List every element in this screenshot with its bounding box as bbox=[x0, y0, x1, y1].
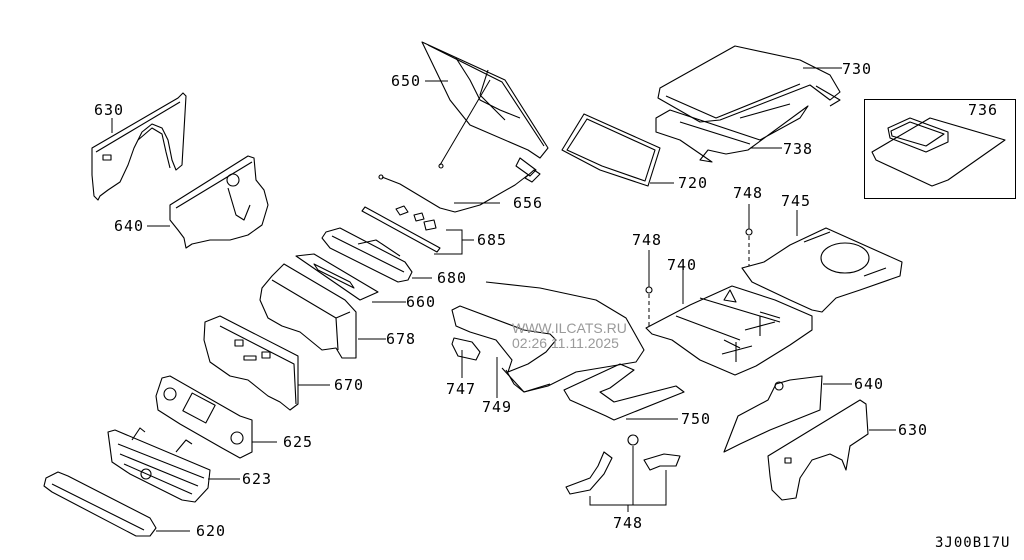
callout-740[interactable]: 740 bbox=[667, 256, 698, 274]
part-748-grommet-b[interactable] bbox=[745, 228, 753, 266]
part-730-roof[interactable] bbox=[657, 45, 841, 123]
callout-748-a[interactable]: 748 bbox=[632, 231, 663, 249]
part-736-sunroof-panel[interactable] bbox=[871, 117, 1006, 187]
callout-720[interactable]: 720 bbox=[678, 174, 709, 192]
callout-730[interactable]: 730 bbox=[842, 60, 873, 78]
callout-685[interactable]: 685 bbox=[477, 231, 508, 249]
callout-748-b[interactable]: 748 bbox=[733, 184, 764, 202]
part-745-rear-floor[interactable] bbox=[741, 227, 903, 313]
callout-745[interactable]: 745 bbox=[781, 192, 812, 210]
part-625-core-support[interactable] bbox=[155, 375, 253, 459]
part-750-seat-crossmember[interactable] bbox=[563, 363, 685, 421]
part-680-cowl-top[interactable] bbox=[321, 227, 413, 283]
part-640-right-wheelhouse[interactable] bbox=[723, 375, 823, 453]
part-630-right-fender[interactable] bbox=[767, 399, 869, 501]
watermark-site: WWW.ILCATS.RU bbox=[512, 320, 627, 336]
callout-660[interactable]: 660 bbox=[406, 293, 437, 311]
callout-747[interactable]: 747 bbox=[446, 380, 477, 398]
part-656-cable[interactable] bbox=[378, 169, 541, 213]
watermark-timestamp: 02:26 11.11.2025 bbox=[512, 335, 619, 351]
callout-750[interactable]: 750 bbox=[681, 410, 712, 428]
callout-650[interactable]: 650 bbox=[391, 72, 422, 90]
part-670-dash-panel[interactable] bbox=[203, 315, 299, 411]
callout-630-right[interactable]: 630 bbox=[898, 421, 929, 439]
part-630-left-fender[interactable] bbox=[91, 92, 187, 201]
callout-680[interactable]: 680 bbox=[437, 269, 468, 287]
callout-640-left[interactable]: 640 bbox=[114, 217, 145, 235]
part-650-hood[interactable] bbox=[421, 41, 549, 177]
callout-630-left[interactable]: 630 bbox=[94, 101, 125, 119]
part-620-bumper[interactable] bbox=[43, 471, 157, 537]
part-738-roof-bows[interactable] bbox=[655, 103, 809, 163]
part-748-grommet-a[interactable] bbox=[645, 286, 653, 326]
callout-748-c[interactable]: 748 bbox=[613, 514, 644, 532]
part-748-brackets[interactable] bbox=[565, 434, 681, 495]
callout-738[interactable]: 738 bbox=[783, 140, 814, 158]
part-749-crossmember[interactable] bbox=[451, 281, 645, 393]
leader-lines bbox=[111, 67, 896, 532]
part-660-insulator[interactable] bbox=[295, 253, 379, 301]
callout-620[interactable]: 620 bbox=[196, 522, 227, 540]
drawing-code: 3J00B17U bbox=[935, 535, 1011, 551]
callout-749[interactable]: 749 bbox=[482, 398, 513, 416]
callout-623[interactable]: 623 bbox=[242, 470, 273, 488]
part-720-windshield[interactable] bbox=[561, 113, 661, 187]
part-623-grille[interactable] bbox=[107, 427, 211, 503]
part-747-side-member[interactable] bbox=[451, 337, 481, 361]
part-740-front-floor[interactable] bbox=[645, 285, 813, 376]
callout-640-right[interactable]: 640 bbox=[854, 375, 885, 393]
callout-736[interactable]: 736 bbox=[968, 101, 999, 119]
callout-670[interactable]: 670 bbox=[334, 376, 365, 394]
part-640-left-wheelhouse[interactable] bbox=[169, 155, 269, 249]
part-685-cowl-seal[interactable] bbox=[361, 205, 441, 253]
callout-678[interactable]: 678 bbox=[386, 330, 417, 348]
part-678-dash-lower[interactable] bbox=[259, 263, 357, 359]
callout-625[interactable]: 625 bbox=[283, 433, 314, 451]
callout-656[interactable]: 656 bbox=[513, 194, 544, 212]
inset-box-736 bbox=[864, 99, 1016, 199]
